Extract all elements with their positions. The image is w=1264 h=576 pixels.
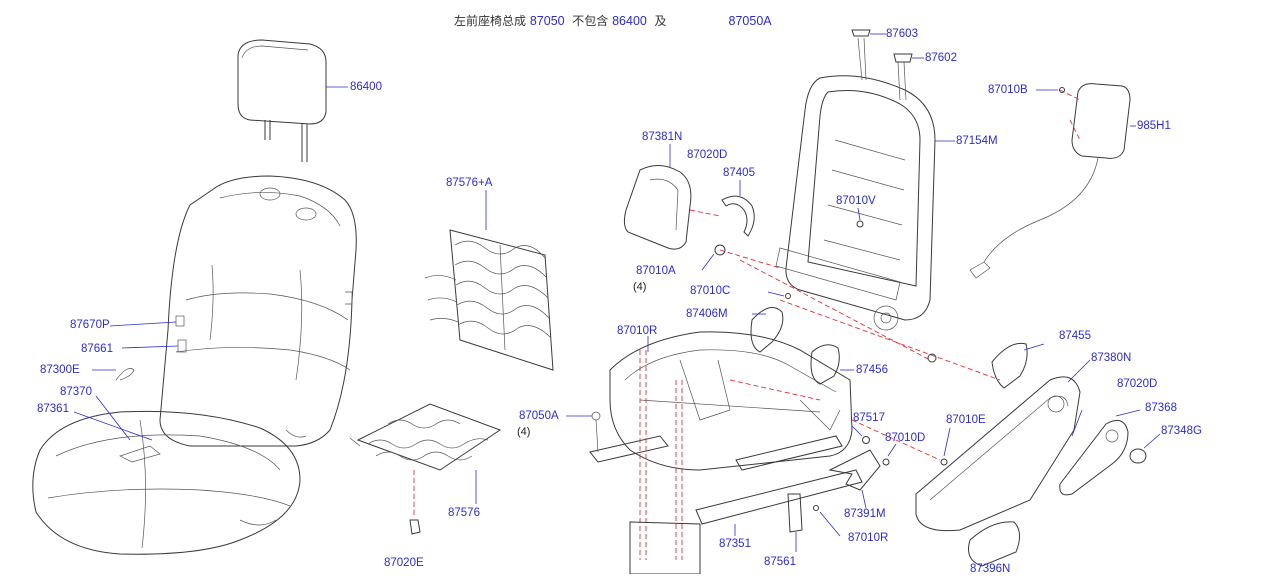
callout-87603[interactable]: 87603 <box>886 28 918 40</box>
callout-87456[interactable]: 87456 <box>856 364 888 376</box>
title-suffix: 及 <box>654 14 667 28</box>
small-hardware <box>73 87 1083 552</box>
callout-87561[interactable]: 87561 <box>764 556 796 568</box>
callout-87576A[interactable]: 87576+A <box>446 177 493 189</box>
callout-87348G[interactable]: 87348G <box>1161 425 1202 437</box>
callout-87351[interactable]: 87351 <box>719 538 751 550</box>
callout-87576[interactable]: 87576 <box>448 507 480 519</box>
callout-qty-4a: (4) <box>633 281 647 293</box>
callout-87154M[interactable]: 87154M <box>956 135 998 147</box>
callout-87455[interactable]: 87455 <box>1059 330 1091 342</box>
callout-86400[interactable]: 86400 <box>350 81 382 93</box>
callout-87010V[interactable]: 87010V <box>836 195 876 207</box>
seat-back-frame-87154M <box>775 29 955 331</box>
callout-87380N[interactable]: 87380N <box>1091 352 1132 364</box>
title-number-87050A[interactable]: 87050A <box>728 14 772 28</box>
diagram-title: 左前座椅总成 87050 不包含 86400 及 87050A <box>454 12 772 29</box>
callout-87396N[interactable]: 87396N <box>970 563 1011 575</box>
recliner-handle-87368 <box>1059 409 1161 496</box>
callout-87670P[interactable]: 87670P <box>70 319 110 331</box>
callout-87406M[interactable]: 87406M <box>686 308 728 320</box>
callout-87010D[interactable]: 87010D <box>885 432 926 444</box>
spring-mat-87576A <box>424 190 554 371</box>
cover-87405 <box>721 180 755 237</box>
callout-87010C[interactable]: 87010C <box>690 285 731 297</box>
title-number-86400[interactable]: 86400 <box>612 14 647 28</box>
callout-87361[interactable]: 87361 <box>37 403 69 415</box>
callout-87370[interactable]: 87370 <box>60 386 92 398</box>
side-airbag-985H1 <box>969 83 1136 279</box>
callout-87661[interactable]: 87661 <box>81 343 113 355</box>
callout-87020D-right[interactable]: 87020D <box>1117 378 1158 390</box>
callout-87010E[interactable]: 87010E <box>946 414 986 426</box>
title-middle: 不包含 <box>572 14 609 28</box>
callout-87050A[interactable]: 87050A <box>519 410 559 422</box>
title-prefix: 左前座椅总成 <box>454 14 527 28</box>
side-trim-87381N <box>623 144 781 269</box>
callout-87010B[interactable]: 87010B <box>988 84 1028 96</box>
callout-87300E[interactable]: 87300E <box>40 364 80 376</box>
seat-back-cushion <box>159 175 357 447</box>
title-number-87050[interactable]: 87050 <box>529 14 565 28</box>
callout-87010R-bottom[interactable]: 87010R <box>848 532 889 544</box>
callout-87010A[interactable]: 87010A <box>636 265 676 277</box>
outer-cover-87380N <box>915 342 1091 567</box>
callout-87381N[interactable]: 87381N <box>642 131 683 143</box>
callout-qty-4b: (4) <box>517 426 531 438</box>
cover-87456 <box>810 344 854 385</box>
callout-985H1[interactable]: 985H1 <box>1137 120 1171 132</box>
headrest-86400 <box>237 39 348 162</box>
callout-87020E[interactable]: 87020E <box>384 557 424 569</box>
seat-wire-frame-87576 <box>349 403 502 535</box>
bracket-87406M <box>750 307 784 353</box>
callout-87020D-top[interactable]: 87020D <box>687 149 728 161</box>
callout-87368[interactable]: 87368 <box>1145 402 1177 414</box>
seat-cushion <box>32 368 301 555</box>
callout-87010R-top[interactable]: 87010R <box>617 325 658 337</box>
callout-87602[interactable]: 87602 <box>925 52 957 64</box>
cushion-frame-assembly <box>589 259 1001 574</box>
callout-87517[interactable]: 87517 <box>853 412 885 424</box>
callout-87405[interactable]: 87405 <box>723 167 755 179</box>
callout-87391M[interactable]: 87391M <box>844 508 886 520</box>
